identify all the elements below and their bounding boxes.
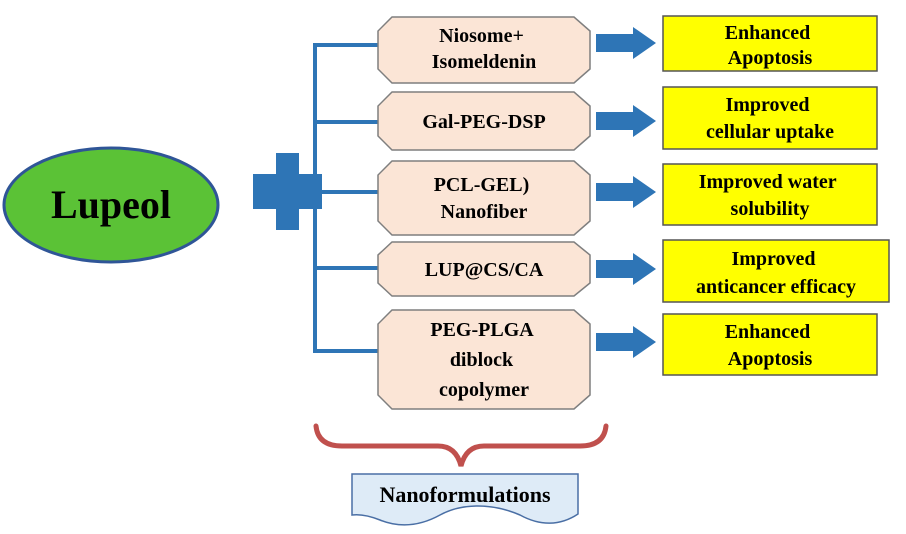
arrow-icon — [596, 253, 656, 285]
formulation-octagon — [377, 16, 591, 84]
formulation-name: Gal-PEG-DSP — [422, 111, 545, 133]
formulation-row: PCL-GEL) Nanofiber Improved water solubi… — [377, 160, 878, 236]
formulation-name: Niosome+ Isomeldenin — [432, 25, 536, 73]
arrow-icon — [596, 105, 656, 137]
outcome-label: Enhanced Apoptosis — [725, 22, 816, 69]
formulation-row: PEG-PLGA diblock copolymer Enhanced Apop… — [377, 309, 878, 410]
nanoformulations-label: Nanoformulations — [379, 482, 551, 507]
outcome-box — [662, 86, 878, 150]
arrow-icon — [596, 176, 656, 208]
outcome-label: Enhanced Apoptosis — [725, 321, 816, 370]
formulation-octagon — [377, 241, 591, 297]
outcome-label: Improved cellular uptake — [706, 94, 834, 143]
plus-icon — [253, 153, 322, 230]
arrow-icon — [596, 27, 656, 59]
outcome-label: Improved anticancer efficacy — [696, 248, 856, 298]
formulation-name: PCL-GEL) Nanofiber — [434, 174, 535, 223]
formulation-octagon — [377, 309, 591, 410]
lupeol-node: Lupeol — [2, 146, 220, 264]
outcome-box — [662, 163, 878, 226]
outcome-box — [662, 15, 878, 72]
banner-shape — [351, 473, 579, 526]
nanoformulations-banner: Nanoformulations — [351, 473, 579, 526]
formulation-name: LUP@CS/CA — [425, 259, 544, 281]
outcome-box — [662, 313, 878, 376]
formulation-row: Gal-PEG-DSP Improved cellular uptake — [377, 86, 878, 151]
formulation-name: PEG-PLGA diblock copolymer — [430, 319, 537, 401]
bracket-connector — [313, 43, 378, 353]
formulation-row: LUP@CS/CA Improved anticancer efficacy — [377, 239, 890, 303]
curly-brace — [313, 423, 609, 467]
formulation-rows: Niosome+ Isomeldenin Enhanced Apoptosis … — [377, 15, 890, 410]
lupeol-label: Lupeol — [51, 182, 171, 227]
formulation-row: Niosome+ Isomeldenin Enhanced Apoptosis — [377, 15, 878, 84]
outcome-label: Improved water solubility — [699, 171, 842, 220]
formulation-octagon — [377, 91, 591, 151]
formulation-octagon — [377, 160, 591, 236]
arrow-icon — [596, 326, 656, 358]
outcome-box — [662, 239, 890, 303]
lupeol-ellipse — [2, 146, 220, 264]
